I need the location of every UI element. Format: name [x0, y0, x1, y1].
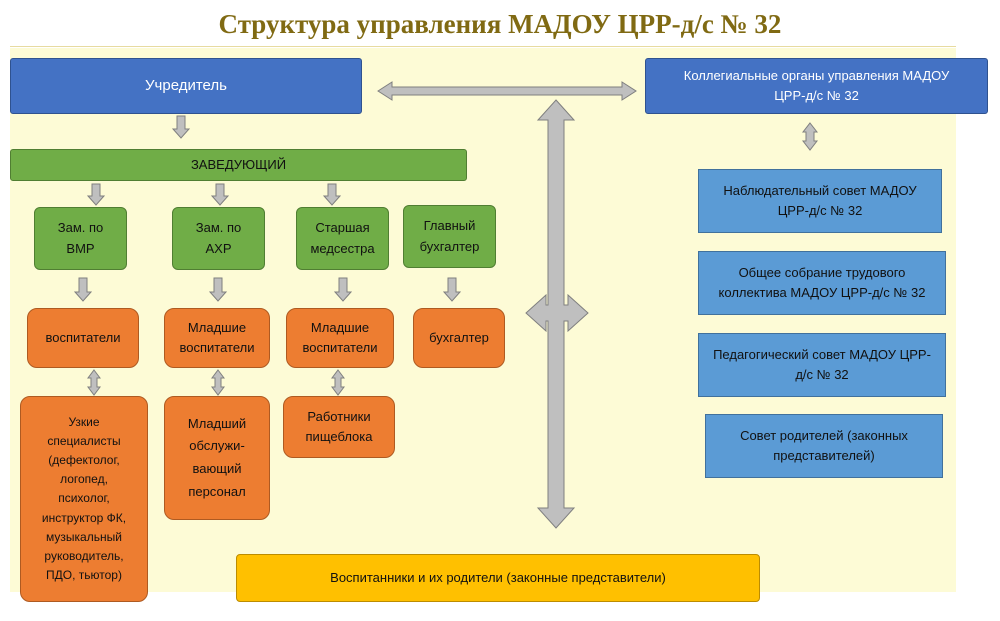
parents-council-box: Совет родителей (законных представителей…: [705, 414, 943, 478]
pupils-parents-box: Воспитанники и их родители (законные пре…: [236, 554, 760, 602]
title-divider: [10, 46, 956, 47]
founder-box: Учредитель: [10, 58, 362, 114]
general-meeting-box: Общее собрание трудового коллектива МАДО…: [698, 251, 946, 315]
junior-staff-box: Младший обслужи- вающий персонал: [164, 396, 270, 520]
collegial-bodies-box: Коллегиальные органы управления МАДОУ ЦР…: [645, 58, 988, 114]
junior-educators-box-2: Младшие воспитатели: [286, 308, 394, 368]
accountant-box: бухгалтер: [413, 308, 505, 368]
deputy-vmr-box: Зам. по ВМР: [34, 207, 127, 270]
kitchen-staff-box: Работники пищеблока: [283, 396, 395, 458]
chief-accountant-box: Главный бухгалтер: [403, 205, 496, 268]
supervisory-board-box: Наблюдательный совет МАДОУ ЦРР-д/с № 32: [698, 169, 942, 233]
senior-nurse-box: Старшая медсестра: [296, 207, 389, 270]
junior-educators-box-1: Младшие воспитатели: [164, 308, 270, 368]
specialists-box: Узкие специалисты (дефектолог, логопед, …: [20, 396, 148, 602]
pedagogical-council-box: Педагогический совет МАДОУ ЦРР- д/с № 32: [698, 333, 946, 397]
deputy-ahr-box: Зам. по АХР: [172, 207, 265, 270]
head-box: ЗАВЕДУЮЩИЙ: [10, 149, 467, 181]
page-title: Структура управления МАДОУ ЦРР-д/с № 32: [218, 9, 782, 39]
educators-box: воспитатели: [27, 308, 139, 368]
